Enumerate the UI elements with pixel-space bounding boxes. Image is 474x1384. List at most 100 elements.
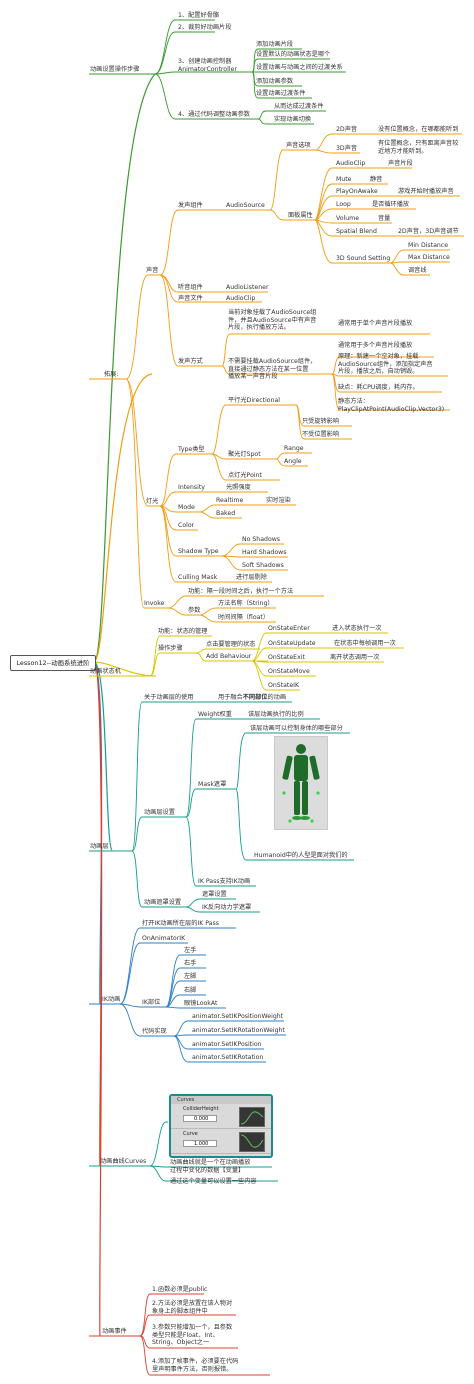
node-step2[interactable]: 2、裁剪好动画片段	[178, 24, 232, 31]
node-baked[interactable]: Baked	[216, 510, 236, 517]
node-volume-desc[interactable]: 音量	[378, 215, 391, 222]
node-no-shadows[interactable]: No Shadows	[242, 536, 281, 543]
node-anim-setup[interactable]: 动画设置操作步骤	[90, 66, 140, 73]
node-layer-about-desc[interactable]: 用于融合不同部位的动画	[218, 694, 286, 702]
node-clip-desc[interactable]: 声音片段	[388, 160, 413, 167]
node-ik-c3[interactable]: animator.SetIKPosition	[192, 1041, 262, 1048]
node-layer-about[interactable]: 关于动画层的使用	[144, 694, 194, 701]
node-2d-desc[interactable]: 没有位置概念，在哪都能听到	[378, 126, 459, 133]
node-directional[interactable]: 平行光Directional	[228, 397, 281, 404]
node-onstateexit-desc[interactable]: 离开状态调用一次	[330, 654, 380, 661]
node-event4[interactable]: 4.添加了帧事件，必须要在代码里声明事件方法，否则报错。	[152, 1358, 238, 1373]
node-point[interactable]: 点灯光Point	[228, 472, 262, 479]
node-s4c2[interactable]: 实现动画切换	[274, 116, 312, 123]
node-spot[interactable]: 聚光灯Spot	[228, 451, 261, 458]
node-s3c5[interactable]: 设置动画过渡条件	[256, 90, 306, 97]
node-2d[interactable]: 2D声音	[336, 126, 358, 133]
node-invoke-p1[interactable]: 方法名称（String）	[218, 600, 274, 607]
node-audiosource[interactable]: AudioSource	[226, 202, 265, 209]
node-spatial[interactable]: Spatial Blend	[336, 228, 377, 235]
node-invoke-param[interactable]: 参数	[188, 607, 201, 614]
node-sound[interactable]: 声音	[146, 267, 159, 274]
node-emitter[interactable]: 发声组件	[178, 202, 203, 209]
node-invoke-p2[interactable]: 时间间隔（float）	[218, 614, 270, 621]
node-curves[interactable]: 动画曲线Curves	[100, 1158, 147, 1165]
node-angle[interactable]: Angle	[284, 458, 302, 465]
node-onstatemove[interactable]: OnStateMove	[268, 668, 310, 675]
node-ik-anim[interactable]: IK动画	[102, 996, 121, 1003]
node-intensity-desc[interactable]: 光照强度	[226, 484, 251, 491]
node-listener[interactable]: AudioListener	[226, 284, 269, 291]
node-tuneline[interactable]: 调音线	[408, 267, 427, 274]
node-weight-desc[interactable]: 该层动画执行的比例	[248, 711, 304, 718]
node-ik-lh[interactable]: 左手	[184, 947, 197, 954]
node-ik-c4[interactable]: animator.SetIKRotation	[192, 1054, 264, 1061]
node-mask[interactable]: Mask遮罩	[198, 781, 227, 788]
node-onstateik[interactable]: OnStateIK	[268, 682, 300, 689]
node-way1[interactable]: 当前对象挂载了AudioSource组件，并且AudioSource中有声音片段…	[228, 309, 316, 332]
node-realtime[interactable]: Realtime	[216, 497, 244, 504]
node-onanimatorik[interactable]: OnAnimatorIK	[142, 935, 186, 942]
node-mute[interactable]: Mute	[336, 176, 352, 183]
node-mindist[interactable]: Min Distance	[408, 242, 449, 249]
node-props[interactable]: 面板属性	[288, 212, 313, 219]
node-onstateenter-desc[interactable]: 进入状态执行一次	[332, 625, 382, 632]
node-anim-layer[interactable]: 动画层	[90, 843, 109, 850]
node-volume[interactable]: Volume	[336, 215, 360, 222]
node-ik-c2[interactable]: animator.SetIKRotationWeight	[192, 1027, 285, 1034]
node-way2-use[interactable]: 通常用于多个声音片段播放	[338, 342, 413, 349]
node-range[interactable]: Range	[284, 445, 304, 452]
node-shadow-type[interactable]: Shadow Type	[178, 548, 219, 555]
node-ik-rf[interactable]: 右脚	[184, 987, 197, 994]
node-sm-step1[interactable]: 点击要管理的状态	[206, 641, 256, 648]
node-mask-settings[interactable]: 动画遮罩设置	[144, 899, 182, 906]
node-extend[interactable]: 拓展:	[104, 371, 119, 378]
node-file-label[interactable]: 声音文件	[178, 295, 203, 302]
node-loop[interactable]: Loop	[336, 201, 351, 208]
node-mask-desc[interactable]: 该层动画可以控制身体的哪些部分	[250, 725, 343, 732]
node-clip[interactable]: AudioClip	[336, 160, 366, 167]
node-anim-events[interactable]: 动画事件	[102, 1328, 127, 1335]
node-soft-shadows[interactable]: Soft Shadows	[242, 562, 284, 569]
node-onstateupdate-desc[interactable]: 在状态中每帧调用一次	[334, 640, 396, 647]
node-mask-set2[interactable]: IK反向动力学遮罩	[202, 904, 252, 911]
node-onstateexit[interactable]: OnStateExit	[268, 654, 305, 661]
root-node[interactable]: Lesson12--动画系统进阶	[10, 655, 96, 671]
node-weight[interactable]: Weight权重	[198, 711, 232, 718]
node-ik-rh[interactable]: 右手	[184, 960, 197, 967]
node-poa[interactable]: PlayOnAwake	[336, 188, 378, 195]
node-step4[interactable]: 4、通过代码调整动画参数	[178, 111, 250, 118]
node-s3c4[interactable]: 添加动画参数	[256, 78, 294, 85]
node-curves-desc1[interactable]: 动画曲线就是一个在动画播放过程中变化的数据【变量】	[170, 1159, 250, 1174]
node-loop-desc[interactable]: 是否循环播放	[372, 201, 410, 208]
node-humanoid-note[interactable]: Humanoid中的人型是面对我们的	[254, 852, 348, 859]
node-color[interactable]: Color	[178, 522, 195, 529]
node-way2[interactable]: 不需要挂载AudioSource组件，直接通过静态方法在某一位置播放某一声音片段	[228, 358, 316, 381]
node-3d[interactable]: 3D声音	[336, 145, 358, 152]
node-sm-func[interactable]: 功能：状态的管理	[158, 628, 208, 635]
node-ik-open[interactable]: 打开IK动画所在层的IK Pass	[142, 920, 219, 927]
node-poa-desc[interactable]: 游戏开始时播放声音	[398, 188, 454, 195]
node-step1[interactable]: 1、配置好骨骼	[178, 12, 220, 19]
node-invoke[interactable]: Invoke	[144, 600, 165, 607]
node-spatial-desc[interactable]: 2D声音，3D声音调节	[398, 228, 459, 235]
node-event3[interactable]: 3.参数只能增加一个，且参数类型只能是Float、Int、String、Obje…	[152, 1324, 232, 1347]
node-dir-pos[interactable]: 不受位置影响	[302, 431, 340, 438]
node-sm-steps[interactable]: 操作步骤	[158, 645, 183, 652]
node-ik-lf[interactable]: 左脚	[184, 973, 197, 980]
node-state-machine[interactable]: 动画状态机	[90, 668, 121, 675]
node-hard-shadows[interactable]: Hard Shadows	[242, 549, 287, 556]
node-light[interactable]: 灯光	[146, 498, 159, 505]
node-light-type[interactable]: Type类型	[178, 446, 205, 453]
node-s3c2[interactable]: 设置默认的动画状态是哪个	[256, 51, 331, 58]
node-onstateenter[interactable]: OnStateEnter	[268, 625, 310, 632]
node-ikpass[interactable]: IK Pass支持IK动画	[198, 878, 251, 885]
node-layer-settings[interactable]: 动画层设置	[144, 809, 175, 816]
node-realtime-desc[interactable]: 实时渲染	[266, 497, 291, 504]
node-event1[interactable]: 1.函数必须是public	[152, 1286, 208, 1293]
node-culling-desc[interactable]: 进行层剔除	[236, 574, 267, 581]
node-s3c1[interactable]: 添加动画片段	[256, 41, 294, 48]
node-sound-opts[interactable]: 声音选项	[286, 142, 311, 149]
